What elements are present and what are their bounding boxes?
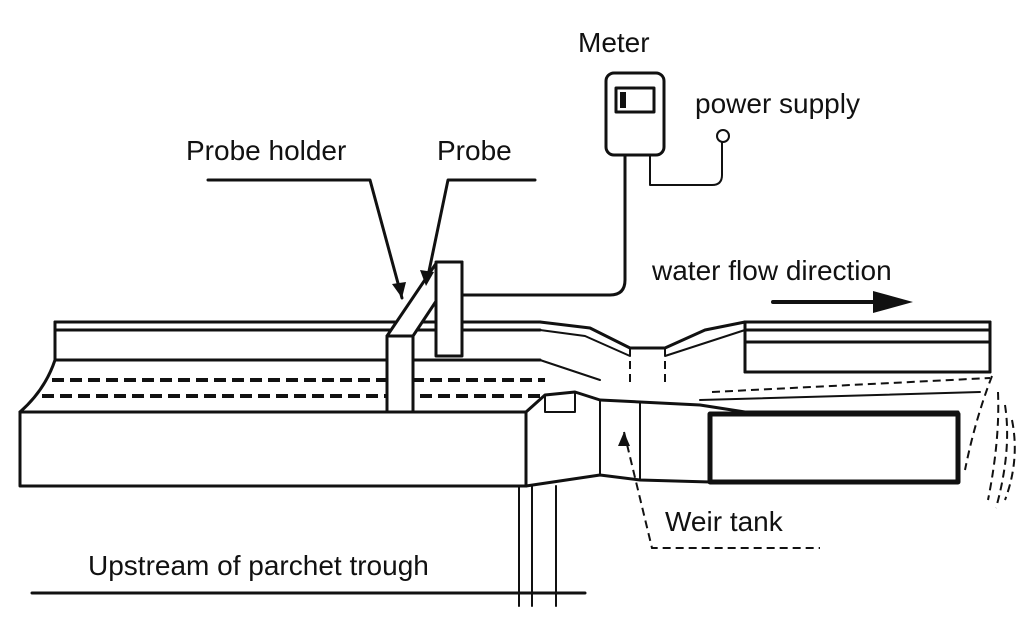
meter bbox=[604, 71, 666, 157]
probe-holder-leader bbox=[206, 178, 404, 300]
probe-holder-arrowhead bbox=[392, 282, 406, 298]
upstream-trough bbox=[18, 320, 545, 488]
meter-cable bbox=[460, 153, 627, 297]
weir-tank-leader bbox=[623, 431, 820, 549]
probe-arrowhead bbox=[420, 270, 434, 286]
weir-section bbox=[518, 320, 747, 607]
power-supply-cord bbox=[649, 129, 730, 186]
flow-arrow-icon bbox=[771, 291, 913, 313]
probe-holder-label: Probe holder bbox=[186, 135, 346, 166]
power-supply-label: power supply bbox=[695, 88, 860, 119]
probe-leader bbox=[426, 178, 537, 278]
meter-label: Meter bbox=[578, 27, 650, 58]
weir-tank-label: Weir tank bbox=[665, 506, 784, 537]
downstream-trough bbox=[699, 320, 1016, 509]
water-flow-label: water flow direction bbox=[651, 255, 892, 286]
upstream-label: Upstream of parchet trough bbox=[88, 550, 429, 581]
weir-tank-arrowhead bbox=[618, 432, 630, 446]
probe-label: Probe bbox=[437, 135, 512, 166]
probe bbox=[434, 260, 464, 358]
